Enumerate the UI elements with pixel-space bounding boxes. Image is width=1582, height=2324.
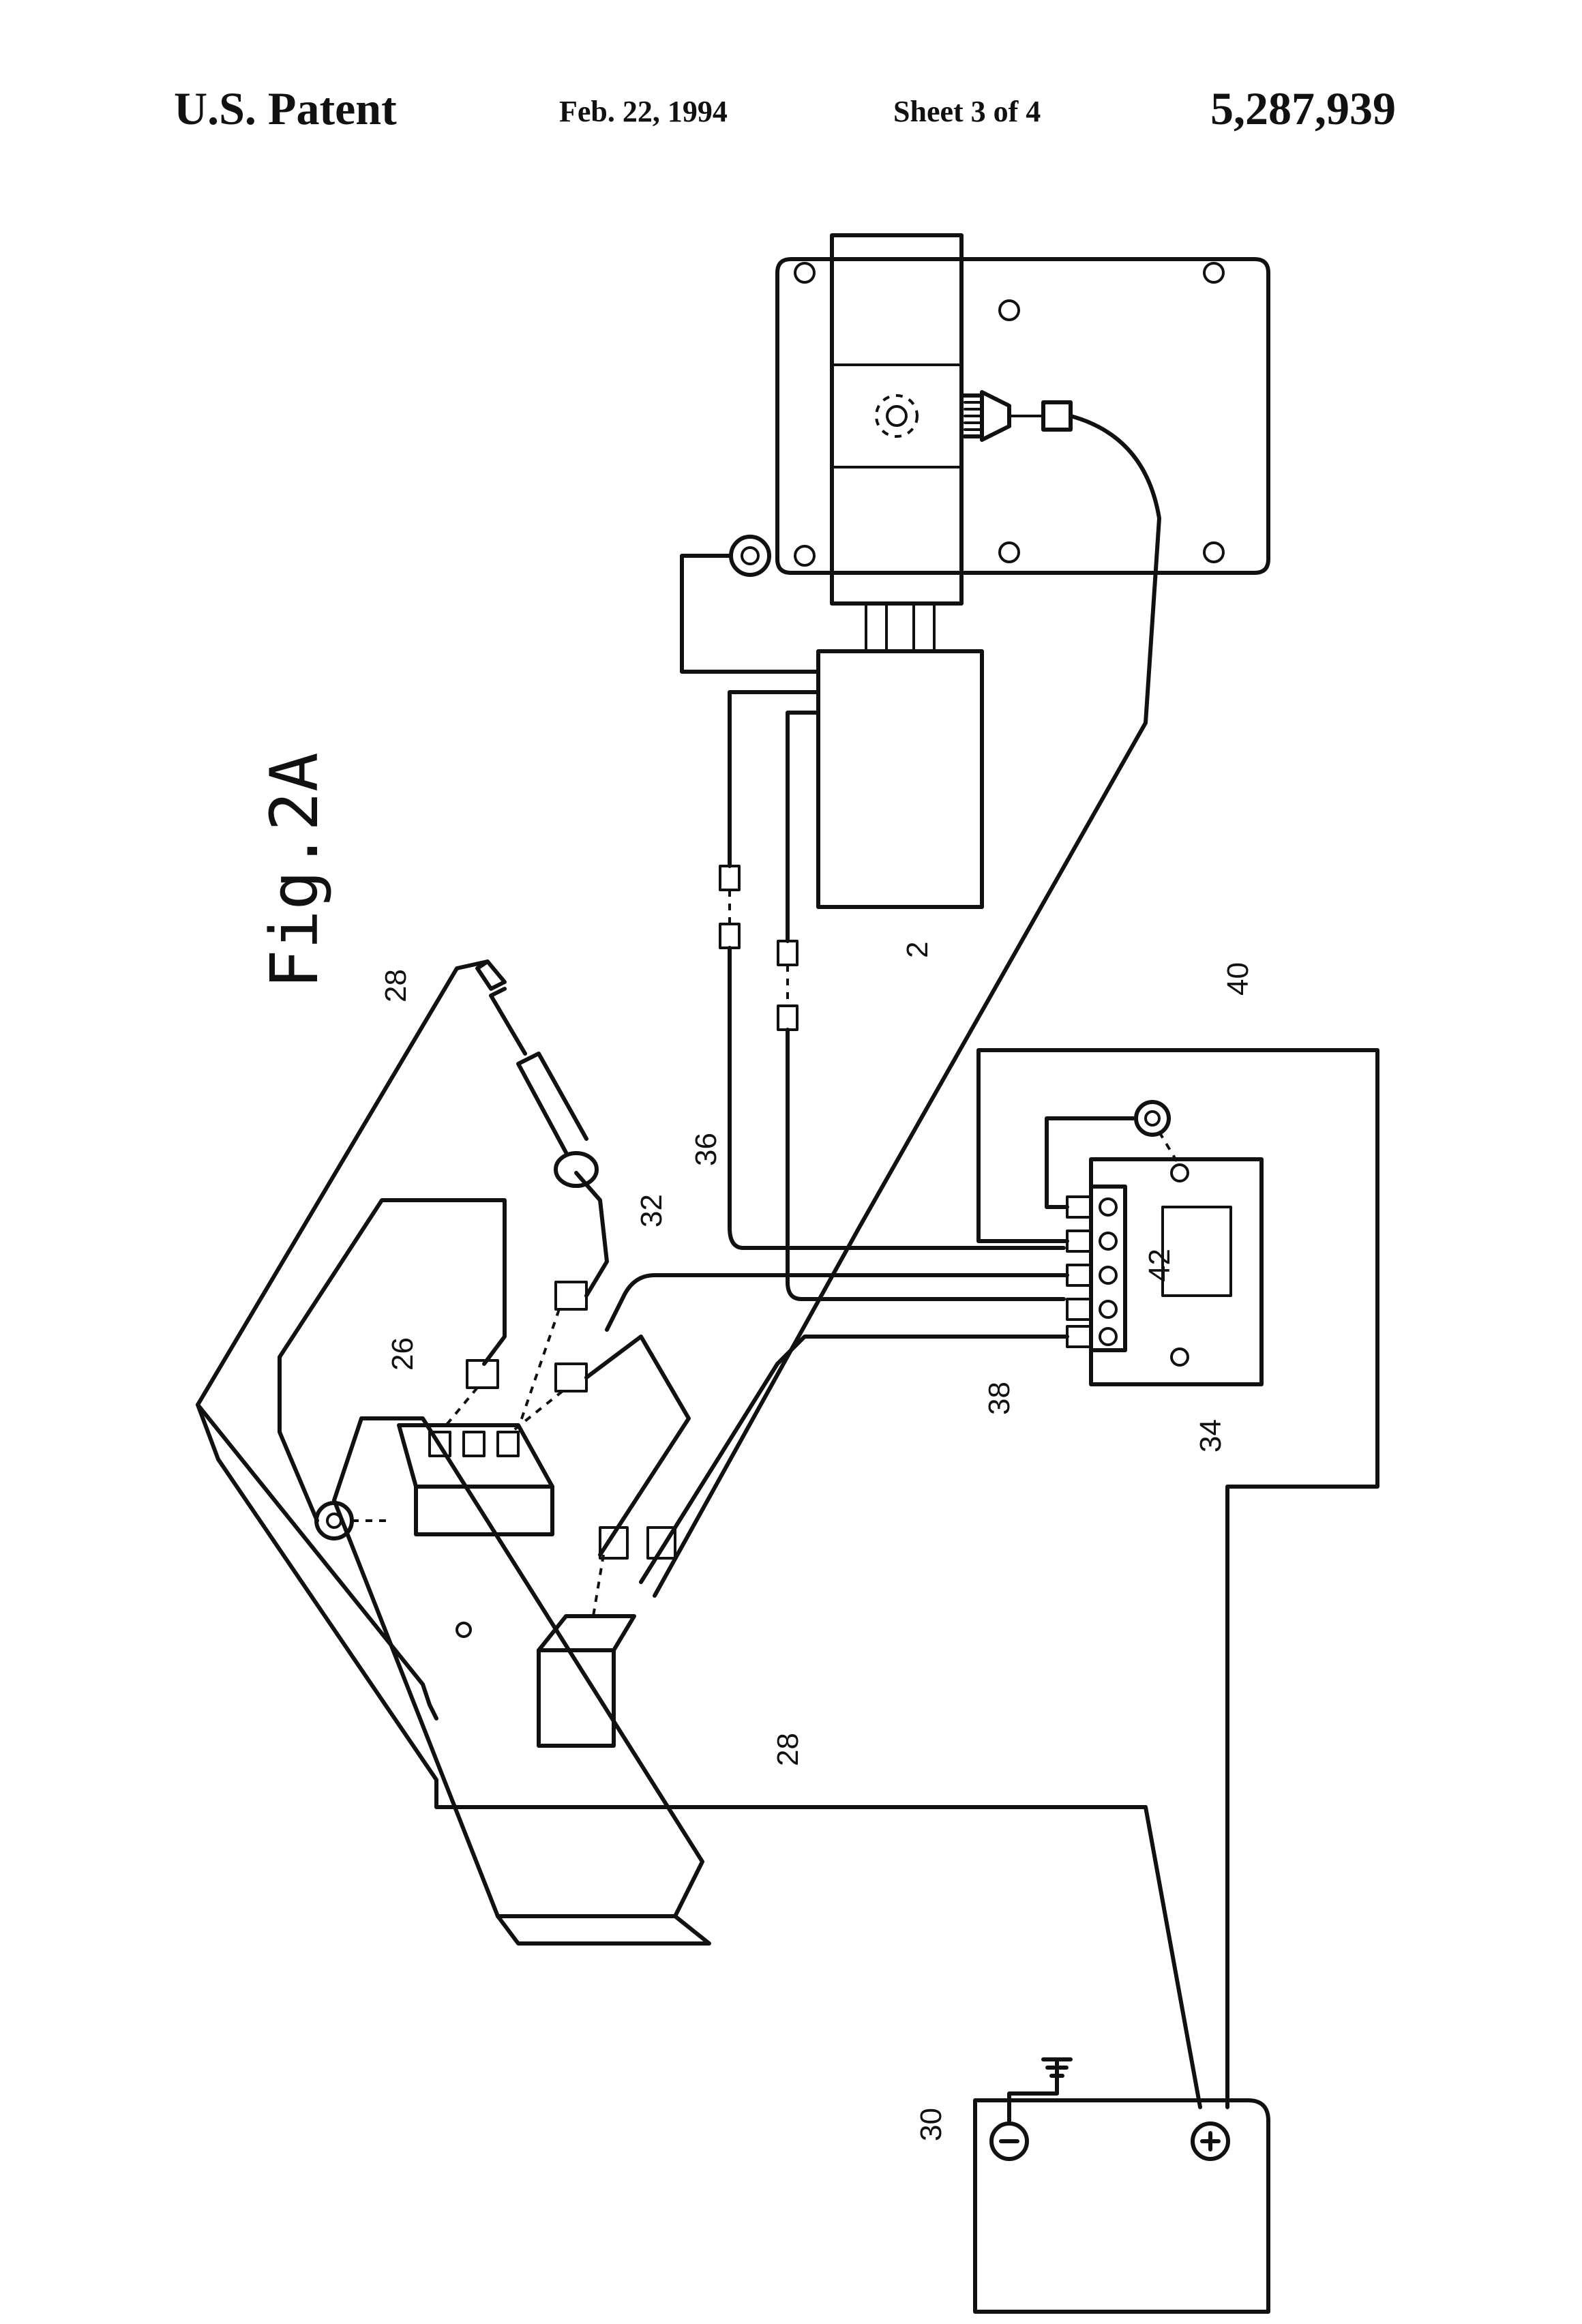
ground-lug-motor <box>680 535 820 674</box>
ground-lug-board <box>1045 1100 1181 1209</box>
sensor-cable <box>653 414 1161 1598</box>
inline-fuse <box>475 959 599 1188</box>
label-ref-28-bottom: 28 <box>771 1733 805 1766</box>
label-ref-26: 26 <box>386 1337 419 1371</box>
wire-harness-36 <box>719 690 1066 1301</box>
figure-title: Fig.2A <box>256 752 333 989</box>
patent-date: Feb. 22, 1994 <box>559 95 728 128</box>
label-ref-30: 30 <box>914 2108 948 2141</box>
patent-office-label: U.S. Patent <box>174 83 397 134</box>
wire-28-lower <box>196 1403 1202 2109</box>
sensor-fitting <box>875 390 1073 442</box>
wire-32 <box>605 1273 1069 1332</box>
patent-number: 5,287,939 <box>1210 83 1396 134</box>
label-ref-34: 34 <box>1194 1419 1227 1452</box>
battery <box>973 2057 1270 2314</box>
wire-28-upper <box>196 959 490 1720</box>
relay-unit <box>314 1416 711 1946</box>
label-ref-38: 38 <box>983 1382 1016 1415</box>
label-ref-40: 40 <box>1221 962 1255 996</box>
label-ref-28-top: 28 <box>379 969 413 1002</box>
label-ref-2: 2 <box>901 942 934 958</box>
wire-38 <box>639 1335 1069 1584</box>
label-ref-36: 36 <box>689 1133 723 1166</box>
label-ref-42: 42 <box>1143 1249 1176 1282</box>
battery-negative-symbol: − <box>1001 2129 1015 2155</box>
motor-housing <box>830 233 964 653</box>
wire-40 <box>976 1048 1379 2109</box>
sheet-number: Sheet 3 of 4 <box>893 95 1041 128</box>
relay-harness <box>278 1171 691 1617</box>
motor-mounting-plate <box>775 257 1270 575</box>
control-module <box>816 649 984 909</box>
label-ref-32: 32 <box>635 1194 668 1227</box>
